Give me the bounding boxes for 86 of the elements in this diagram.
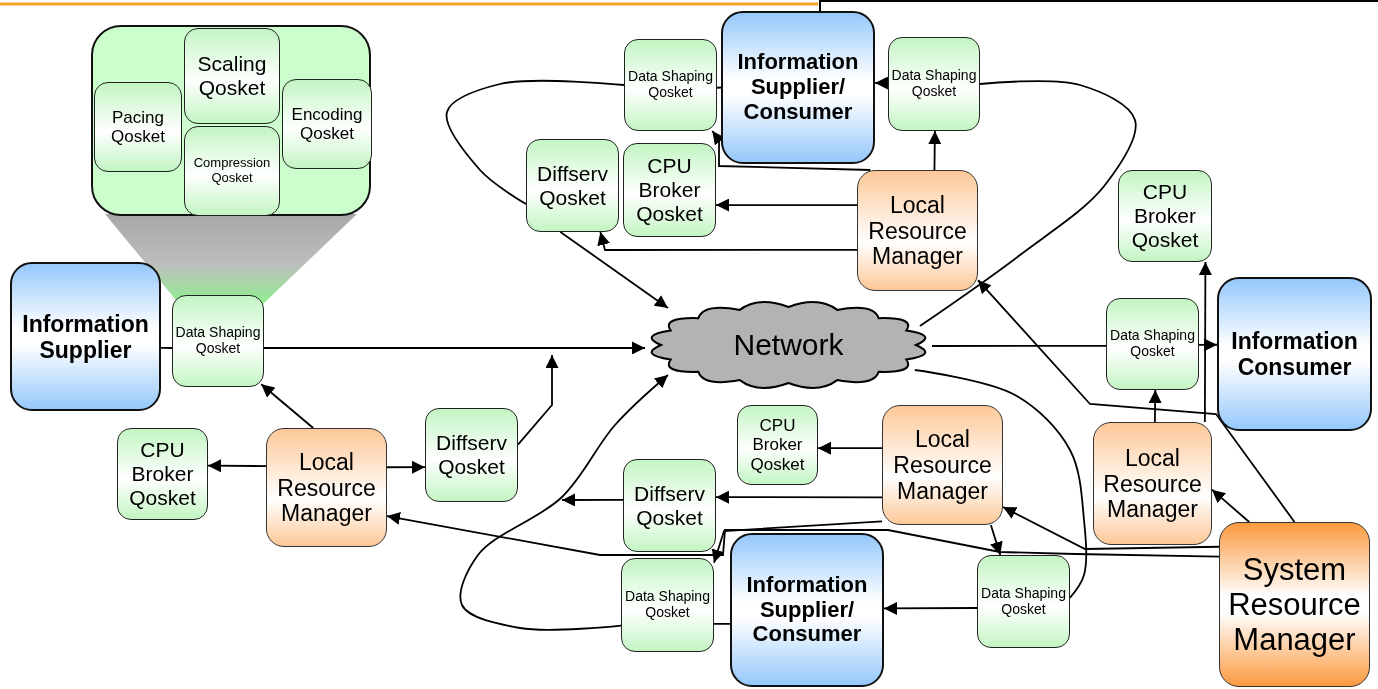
- node-label: Information Supplier/ Consumer: [745, 572, 869, 648]
- node-label: Diffserv Qosket: [633, 481, 706, 530]
- arrow: [559, 231, 669, 309]
- arrow: [386, 460, 426, 474]
- connector-line: [713, 622, 731, 625]
- arrow: [715, 490, 883, 504]
- arrow: [561, 493, 624, 507]
- information-endpoint-box: [10, 262, 161, 411]
- node-label: Data Shaping Qosket: [980, 585, 1067, 618]
- arrow: [263, 341, 646, 355]
- arrow: [1211, 488, 1251, 523]
- qosket-box: [172, 295, 264, 387]
- arrow: [597, 231, 858, 251]
- node-label: Data Shaping Qosket: [624, 589, 711, 621]
- qosket-box: [623, 459, 716, 552]
- connector-line: [931, 344, 1107, 347]
- information-endpoint-box: [721, 11, 875, 164]
- arrow: [711, 520, 883, 564]
- connector-line: [716, 86, 722, 89]
- node-label: Data Shaping Qosket: [890, 68, 978, 100]
- resource-manager-box: [857, 170, 978, 291]
- qosket-box: [117, 428, 208, 520]
- arrow: [990, 524, 1003, 556]
- arrow: [715, 198, 858, 212]
- node-label: Scaling Qosket: [196, 52, 268, 100]
- connector-line: [919, 80, 1137, 327]
- node-label: Local Resource Manager: [1102, 444, 1203, 523]
- arrow: [817, 441, 883, 455]
- qosket-box: [184, 28, 280, 124]
- node-label: Diffserv Qosket: [536, 161, 609, 210]
- node-label: Data Shaping Qosket: [174, 325, 262, 357]
- qosket-box: [737, 405, 818, 485]
- connector-line: [913, 369, 1088, 599]
- arrow: [207, 459, 267, 473]
- node-label: Data Shaping Qosket: [1109, 328, 1196, 360]
- node-label: Information Supplier: [21, 310, 150, 363]
- arrow: [874, 76, 889, 90]
- arrow: [459, 374, 669, 631]
- qosket-box: [977, 555, 1070, 648]
- arrow: [1198, 338, 1218, 352]
- qosket-box: [94, 82, 182, 172]
- arrow: [883, 601, 978, 615]
- qosket-box: [282, 79, 372, 169]
- qosket-box: [1106, 298, 1199, 390]
- node-label: CPU Broker Qosket: [128, 438, 197, 510]
- resource-manager-box: [1093, 422, 1212, 545]
- arrow: [386, 512, 1220, 558]
- arrow: [260, 383, 315, 429]
- node-label: Local Resource Manager: [867, 191, 968, 270]
- qosket-box: [526, 139, 619, 232]
- resource-manager-box: [882, 405, 1003, 525]
- information-endpoint-box: [730, 533, 884, 687]
- node-label: Pacing Qosket: [110, 107, 166, 147]
- node-label: Data Shaping Qosket: [627, 69, 714, 101]
- arrow: [1148, 389, 1162, 423]
- connector-line: [160, 347, 173, 349]
- connector-line: [445, 79, 625, 205]
- node-label: Local Resource Manager: [892, 426, 993, 504]
- arrow: [977, 279, 1296, 523]
- node-label: Local Resource Manager: [276, 448, 377, 527]
- container-box: [91, 25, 371, 216]
- node-label: Information Consumer: [1230, 328, 1359, 380]
- arrow: [1198, 261, 1212, 423]
- node-label: System Resource Manager: [1227, 551, 1362, 657]
- qosket-box: [624, 39, 717, 131]
- node-label: CPU Broker Qosket: [1130, 180, 1200, 252]
- arrow: [711, 130, 872, 171]
- arrow: [1002, 506, 1220, 550]
- information-endpoint-box: [1217, 277, 1372, 431]
- node-label: Diffserv Qosket: [435, 431, 508, 479]
- system-manager-box: [1219, 522, 1370, 687]
- node-label: Information Supplier/ Consumer: [736, 50, 860, 125]
- node-label: Encoding Qosket: [290, 104, 364, 144]
- node-label: CPU Broker Qosket: [635, 154, 704, 226]
- qosket-box: [1118, 170, 1212, 262]
- qosket-box: [621, 558, 714, 652]
- qosket-box: [425, 408, 518, 502]
- arrow: [517, 354, 559, 446]
- arrow: [928, 130, 942, 171]
- qosket-box: [623, 143, 716, 237]
- node-label: CPU Broker Qosket: [749, 416, 806, 474]
- node-label: Compression Qosket: [192, 156, 272, 186]
- qosket-box: [184, 126, 280, 216]
- node-label: Network: [733, 328, 844, 362]
- resource-manager-box: [266, 428, 387, 547]
- qosket-box: [888, 37, 980, 131]
